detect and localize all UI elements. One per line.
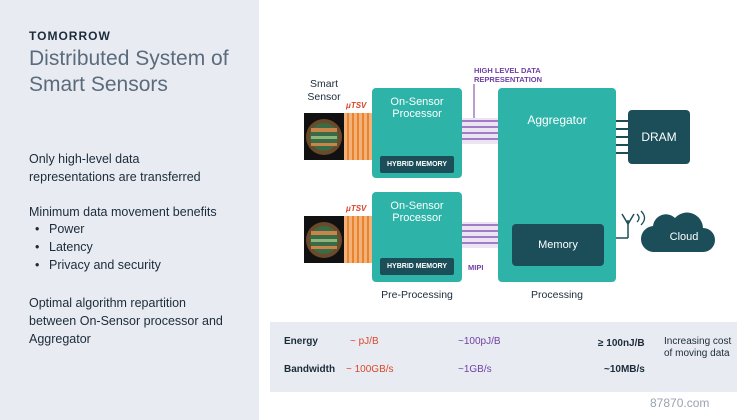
bandwidth-mid: ~1GB/s — [458, 364, 492, 375]
tsv-connector-bottom — [344, 216, 372, 263]
benefit-item: •Privacy and security — [35, 258, 161, 272]
antenna-icon — [616, 213, 635, 239]
left-panel — [0, 0, 259, 420]
data-bus-top — [462, 118, 498, 144]
on-sensor-processor-top: On-Sensor Processor HYBRID MEMORY — [372, 88, 462, 178]
high-level-data-label: HIGH LEVEL DATA REPRESENTATION — [474, 66, 543, 84]
para-repartition: Optimal algorithm repartition between On… — [29, 296, 223, 346]
tsv-label-top: μTSV — [346, 101, 367, 110]
tsv-connector-top — [344, 113, 372, 160]
watermark-text: 87870.com — [650, 396, 710, 410]
preprocessing-label: Pre-Processing — [381, 289, 453, 301]
dram-box: DRAM — [628, 110, 690, 164]
energy-mid: ~100pJ/B — [458, 336, 501, 347]
sensor-chip-top — [304, 113, 344, 160]
data-bus-bottom — [462, 222, 498, 248]
energy-label: Energy — [284, 336, 318, 347]
cloud-label: Cloud — [669, 231, 699, 243]
cloud-shape — [640, 212, 715, 253]
eyebrow-label: TOMORROW — [29, 29, 111, 43]
tsv-label-bottom: μTSV — [346, 204, 367, 213]
para-high-level: Only high-level data representations are… — [29, 152, 201, 184]
smart-sensor-label: Smart Sensor — [307, 78, 341, 103]
wireless-icon — [636, 210, 646, 226]
aggregator-box: Aggregator Memory — [498, 88, 616, 282]
energy-high: ≥ 100nJ/B — [598, 338, 645, 349]
cost-panel — [270, 322, 737, 392]
benefit-item: •Power — [35, 222, 85, 236]
mipi-label: MIPI — [468, 263, 484, 272]
energy-low: ~ pJ/B — [350, 336, 379, 347]
benefit-item: •Latency — [35, 240, 93, 254]
on-sensor-processor-bottom: On-Sensor Processor HYBRID MEMORY — [372, 192, 462, 282]
bandwidth-low: ~ 100GB/s — [346, 364, 394, 375]
sensor-chip-bottom — [304, 216, 344, 263]
dram-bus — [616, 120, 628, 154]
hybrid-memory-bottom: HYBRID MEMORY — [380, 258, 454, 275]
hybrid-memory-top: HYBRID MEMORY — [380, 156, 454, 173]
bandwidth-label: Bandwidth — [284, 364, 336, 375]
processing-label: Processing — [531, 289, 583, 301]
slide-title: Distributed System of Smart Sensors — [29, 47, 229, 96]
cost-note: Increasing cost of moving data — [664, 336, 732, 359]
aggregator-title: Aggregator — [527, 113, 587, 127]
benefits-heading: Minimum data movement benefits — [29, 205, 217, 219]
memory-box: Memory — [512, 224, 604, 266]
bandwidth-high: ~10MB/s — [604, 364, 645, 375]
